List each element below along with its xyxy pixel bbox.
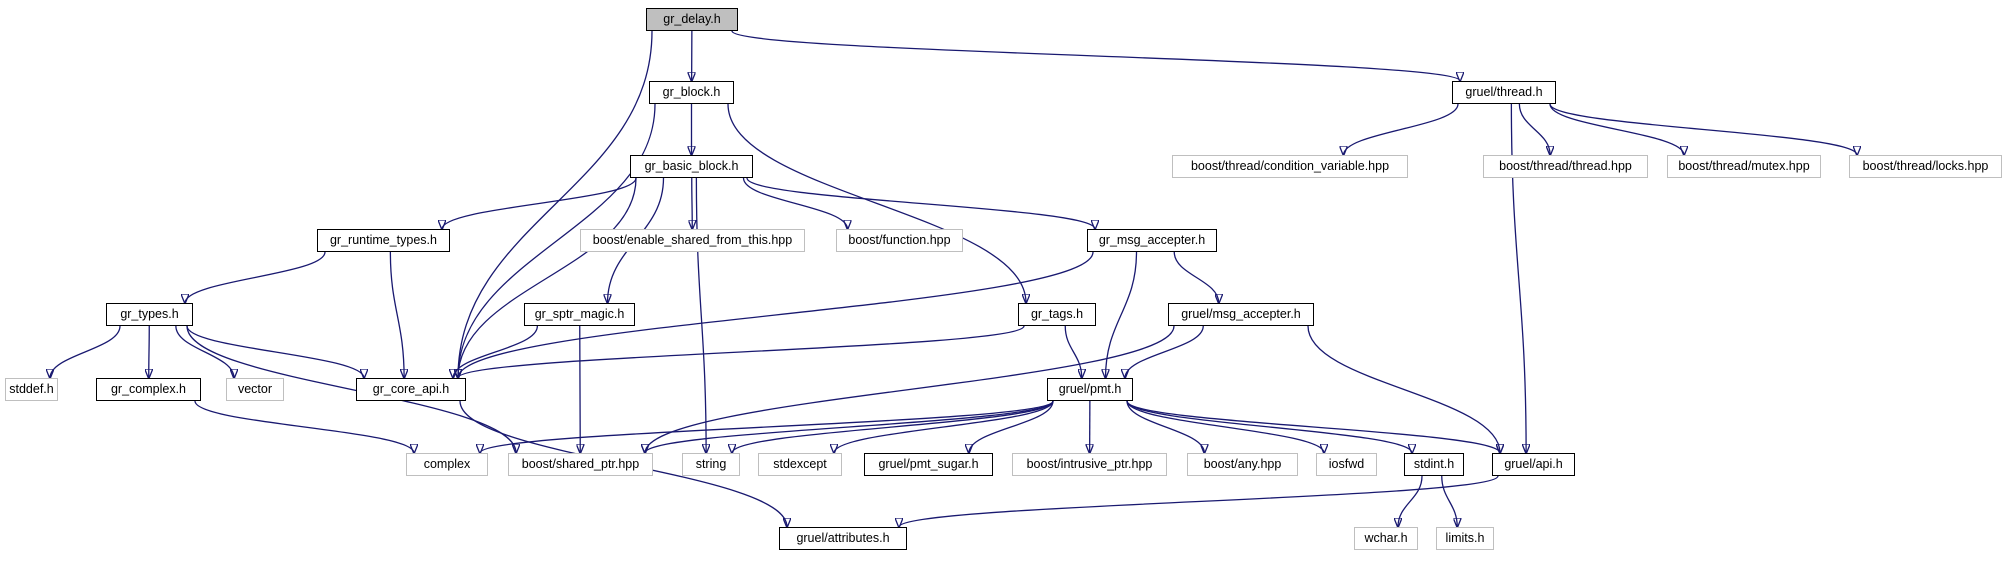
node-gr-runtime-types-h[interactable]: gr_runtime_types.h [317,229,450,252]
edge-gruel_pmt-to-stdexcept [834,401,1053,453]
edge-gr_basic_block-to-boost_esft [692,178,693,229]
edge-gr_basic_block-to-gr_runtime_types [442,178,636,229]
node-gr-complex-h[interactable]: gr_complex.h [96,378,201,401]
edge-gr_basic_block-to-gr_msg_accepter [747,178,1095,229]
edge-gruel_thread-to-boost_locks [1550,104,1857,155]
node-stdexcept: stdexcept [758,453,842,476]
edge-gr_types-to-stddef [50,326,120,378]
edge-gruel_pmt-to-stdint [1127,401,1412,453]
edge-gr_types-to-gr_complex [149,326,150,378]
node-gr-block-h[interactable]: gr_block.h [649,81,734,104]
edge-gruel_msg_accepter-to-gruel_pmt [1125,326,1203,378]
node-gr-msg-accepter-h[interactable]: gr_msg_accepter.h [1087,229,1217,252]
edge-gr_tags-to-gr_core_api [458,326,1024,378]
edge-gr_sptr_magic-to-boost_shared_ptr [580,326,581,453]
node-gruel-api-h[interactable]: gruel/api.h [1492,453,1575,476]
node-string: string [682,453,740,476]
edge-gruel_pmt-to-string [732,401,1053,453]
edge-gruel_thread-to-boost_thread [1519,104,1550,155]
edge-gr_tags-to-gruel_pmt [1065,326,1082,378]
edge-gr_block-to-gr_tags [728,104,1026,303]
node-boost-any-hpp: boost/any.hpp [1187,453,1298,476]
edge-gruel_api-to-gruel_attributes [899,476,1498,527]
edge-gruel_pmt-to-iosfwd [1127,401,1324,453]
node-boost-enable-shared-from-this-hpp: boost/enable_shared_from_this.hpp [580,229,805,252]
node-vector: vector [226,378,284,401]
edge-gr_types-to-vector [176,326,234,378]
node-gr-core-api-h[interactable]: gr_core_api.h [356,378,466,401]
node-boost-shared-ptr-hpp: boost/shared_ptr.hpp [508,453,653,476]
edge-gr_basic_block-to-boost_function [744,178,848,229]
node-gruel-pmt-sugar-h[interactable]: gruel/pmt_sugar.h [864,453,993,476]
node-gruel-attributes-h[interactable]: gruel/attributes.h [779,527,907,550]
node-boost-thread-mutex-hpp: boost/thread/mutex.hpp [1667,155,1821,178]
node-gr-tags-h[interactable]: gr_tags.h [1018,303,1096,326]
node-boost-thread-locks-hpp: boost/thread/locks.hpp [1849,155,2002,178]
node-gr-types-h[interactable]: gr_types.h [106,303,193,326]
node-gr-basic-block-h[interactable]: gr_basic_block.h [630,155,753,178]
node-wchar-h: wchar.h [1354,527,1418,550]
node-gruel-pmt-h[interactable]: gruel/pmt.h [1047,378,1133,401]
edge-gr_complex-to-complex [195,401,414,453]
node-iosfwd: iosfwd [1316,453,1377,476]
node-boost-thread-thread-hpp: boost/thread/thread.hpp [1483,155,1648,178]
edge-gr_runtime_types-to-gr_types [185,252,325,303]
edge-gr_basic_block-to-string [696,178,706,453]
node-complex: complex [406,453,488,476]
node-boost-thread-condition-variable-hpp: boost/thread/condition_variable.hpp [1172,155,1408,178]
edge-gr_basic_block-to-gr_core_api [458,178,636,378]
node-boost-intrusive-ptr-hpp: boost/intrusive_ptr.hpp [1012,453,1167,476]
node-stdint-h[interactable]: stdint.h [1404,453,1464,476]
node-gr-delay-h[interactable]: gr_delay.h [646,8,738,31]
node-gruel-thread-h[interactable]: gruel/thread.h [1452,81,1556,104]
edge-gr_sptr_magic-to-gr_core_api [453,326,537,378]
edge-gr_msg_accepter-to-gruel_msg_accepter [1174,252,1219,303]
edge-stdint-to-wchar [1398,476,1422,527]
edge-gruel_pmt-to-complex [480,401,1053,453]
edge-gr_delay-to-gruel_thread [732,31,1460,81]
node-gr-sptr-magic-h[interactable]: gr_sptr_magic.h [524,303,635,326]
edge-gruel_thread-to-boost_mutex [1550,104,1684,155]
edge-gr_msg_accepter-to-gruel_pmt [1106,252,1137,378]
edge-gruel_pmt-to-gruel_api [1127,401,1500,453]
node-boost-function-hpp: boost/function.hpp [836,229,963,252]
edge-stdint-to-limits [1442,476,1458,527]
node-limits-h: limits.h [1436,527,1494,550]
node-gruel-msg-accepter-h[interactable]: gruel/msg_accepter.h [1168,303,1314,326]
edge-gr_runtime_types-to-gr_core_api [390,252,404,378]
node-stddef-h: stddef.h [5,378,58,401]
edge-gruel_thread-to-boost_condvar [1344,104,1459,155]
